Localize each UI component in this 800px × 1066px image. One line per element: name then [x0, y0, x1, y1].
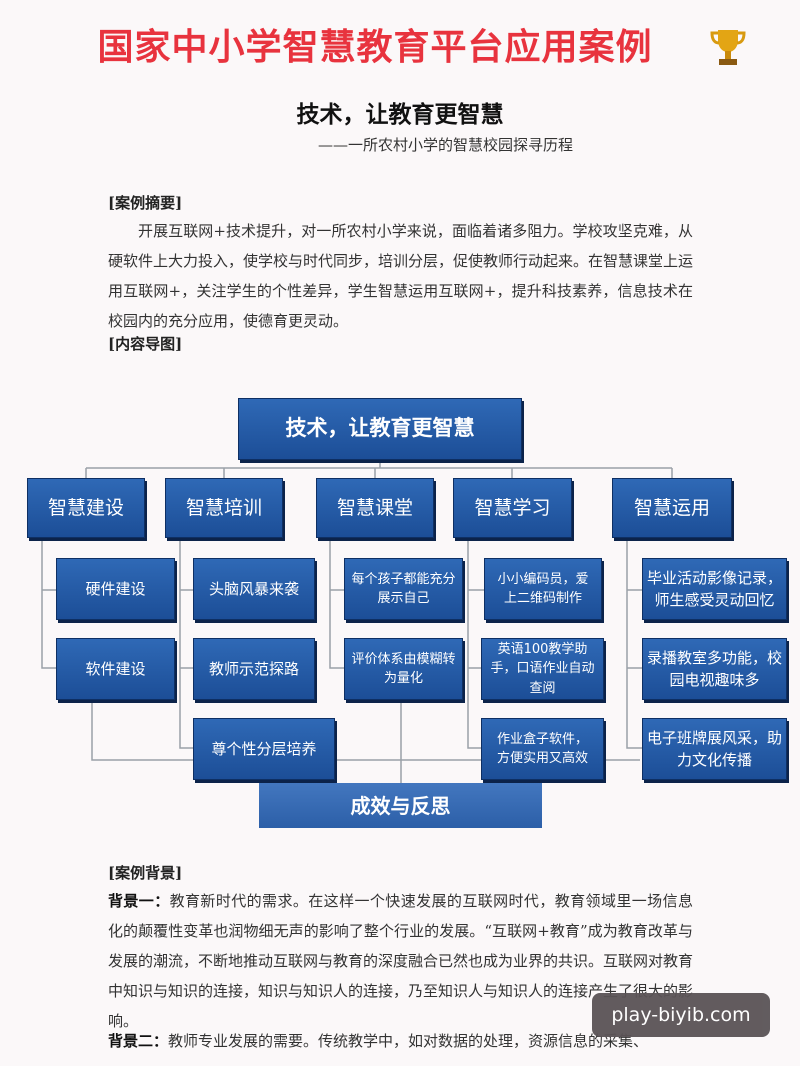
diagram-node: 尊个性分层培养: [193, 718, 335, 780]
diagram-node: 每个孩子都能充分展示自己: [344, 558, 463, 620]
diagram-node: 头脑风暴来袭: [193, 558, 315, 620]
diagram-root: 技术，让教育更智慧: [238, 398, 522, 460]
trophy-icon: [710, 30, 746, 65]
background-2-lead: 背景二：: [108, 1032, 169, 1050]
article-subtitle: ——一所农村小学的智慧校园探寻历程: [318, 136, 574, 154]
diagram-node: 教师示范探路: [193, 638, 315, 700]
diagram-node: 作业盒子软件，方便实用又高效: [481, 718, 604, 780]
summary-heading: [案例摘要]: [108, 194, 183, 212]
background-heading: [案例背景]: [108, 864, 183, 882]
diagram-node: 软件建设: [56, 638, 175, 700]
article-title: 技术，让教育更智慧: [296, 102, 504, 128]
map-heading: [内容导图]: [108, 335, 183, 353]
diagram-node: 评价体系由模糊转为量化: [344, 638, 463, 700]
branch-smart-learning: 智慧学习: [453, 478, 572, 538]
branch-smart-training: 智慧培训: [165, 478, 283, 538]
diagram-node: 电子班牌展风采，助力文化传播: [642, 718, 787, 780]
diagram-bottom-node: 成效与反思: [259, 783, 542, 828]
background-2-text: 教师专业发展的需要。传统教学中，如对数据的处理，资源信息的采集、: [168, 1032, 649, 1050]
watermark: play-biyib.com: [592, 993, 770, 1037]
branch-smart-construction: 智慧建设: [27, 478, 145, 538]
summary-text: 开展互联网+技术提升，对一所农村小学来说，面临着诸多阻力。学校攻坚克难，从硬软件…: [108, 222, 694, 330]
diagram-node: 硬件建设: [56, 558, 175, 620]
background-paragraph-2: 背景二：教师专业发展的需要。传统教学中，如对数据的处理，资源信息的采集、: [108, 1026, 693, 1056]
background-1-text: 教育新时代的需求。在这样一个快速发展的互联网时代，教育领域里一场信息化的颠覆性变…: [108, 892, 694, 1030]
branch-smart-classroom: 智慧课堂: [316, 478, 434, 538]
diagram-node: 录播教室多功能，校园电视趣味多: [642, 638, 787, 700]
diagram-node: 毕业活动影像记录，师生感受灵动回忆: [642, 558, 787, 620]
page-title: 国家中小学智慧教育平台应用案例: [97, 27, 653, 68]
branch-smart-application: 智慧运用: [612, 478, 732, 538]
diagram-node: 英语100教学助手，口语作业自动查阅: [481, 638, 604, 700]
diagram-node: 小小编码员，爱上二维码制作: [484, 558, 602, 620]
background-1-lead: 背景一：: [108, 892, 170, 910]
background-paragraph-1: 背景一：教育新时代的需求。在这样一个快速发展的互联网时代，教育领域里一场信息化的…: [108, 886, 693, 1036]
